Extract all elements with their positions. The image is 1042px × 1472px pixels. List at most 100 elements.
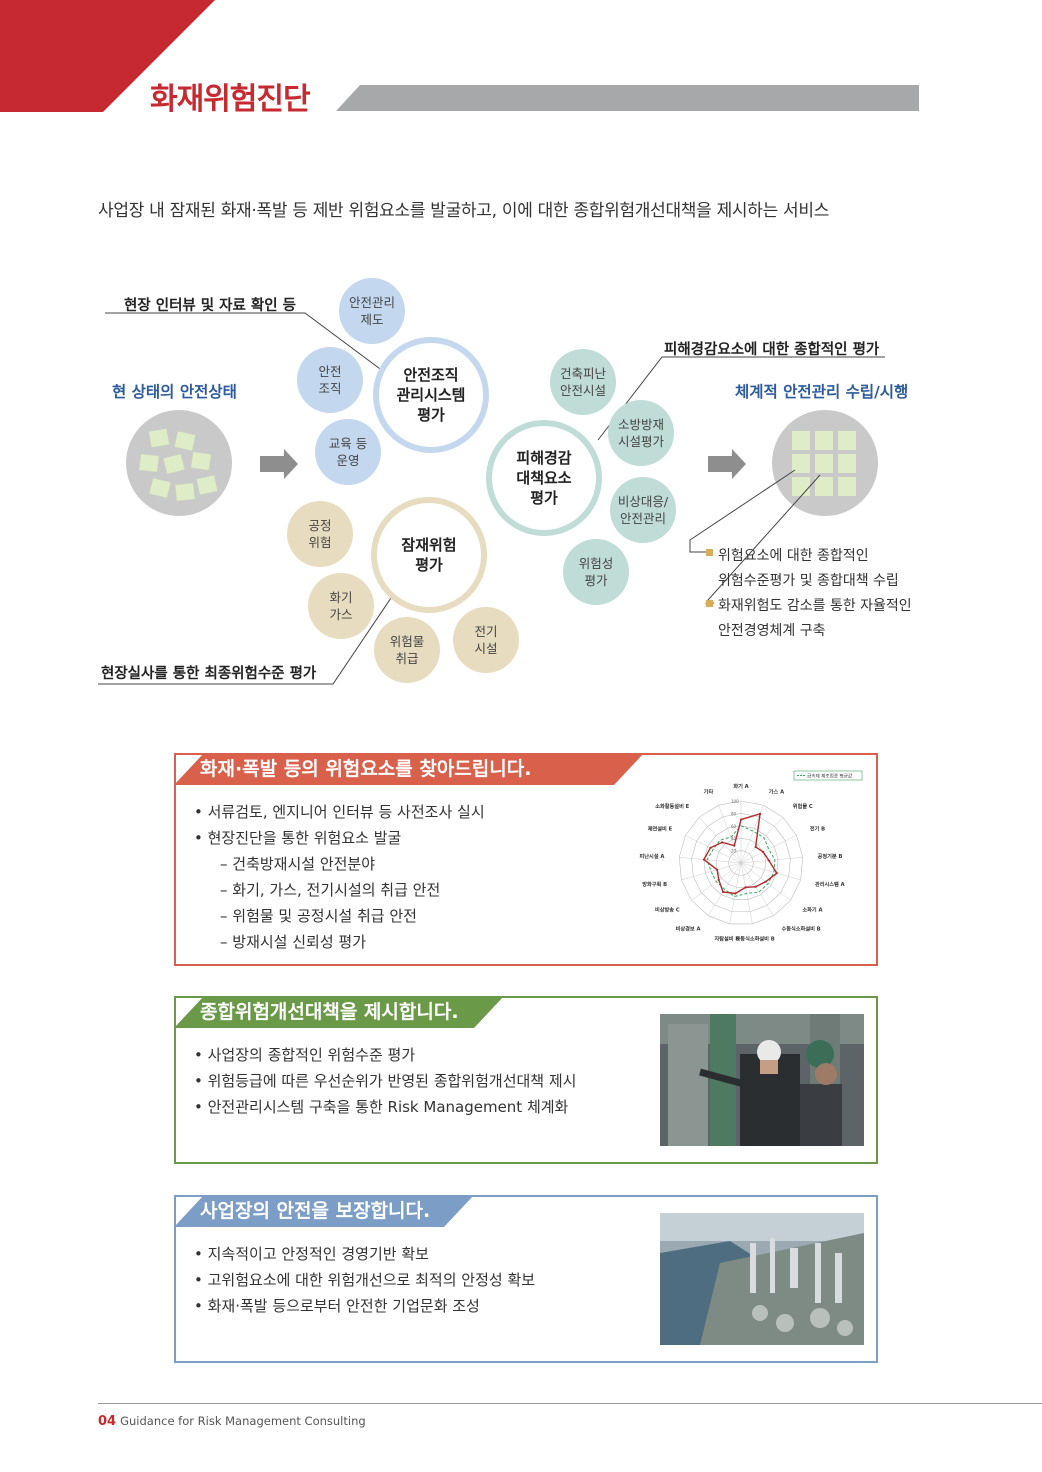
- process-diagram: 현장 인터뷰 및 자료 확인 등 피해경감요소에 대한 종합적인 평가 현장실사…: [0, 270, 1042, 700]
- radar-point: [764, 880, 767, 883]
- radar-axis-line: [740, 862, 801, 881]
- hazard-item-line: 가스: [329, 607, 353, 622]
- callout-mitigation: 피해경감요소에 대한 종합적인 평가: [664, 342, 880, 358]
- mitigation-item-line: 평가: [584, 573, 608, 588]
- hazard-center-line: 잠재위험: [401, 536, 457, 554]
- mitigation-item-line: 건축피난: [559, 366, 606, 381]
- corner-decoration: [0, 0, 215, 112]
- hazard-item-line: 공정: [308, 518, 332, 533]
- list-item: – 건축방재시설 안전분야: [220, 855, 376, 873]
- radar-point: [744, 886, 747, 889]
- radar-axis-label: 피난시설 A: [640, 852, 665, 860]
- org-center-line: 안전조직: [403, 366, 459, 384]
- mitigation-item-line: 위험성: [578, 556, 614, 571]
- radar-axis-label: 비상방송 C: [655, 905, 680, 913]
- radar-point: [721, 890, 725, 894]
- engineers-photo: [660, 1014, 864, 1146]
- section-list: • 지속적이고 안정적인 경영기반 확보 • 고위험요소에 대한 위험개선으로 …: [194, 1241, 535, 1319]
- org-item: 안전 조직: [295, 363, 365, 397]
- footer-divider: [98, 1403, 1042, 1404]
- radar-axis-line: [740, 857, 803, 864]
- list-item: – 화기, 가스, 전기시설의 취급 안전: [220, 881, 441, 899]
- radar-axis-label: 공정기분 B: [818, 852, 843, 860]
- radar-point: [721, 841, 724, 844]
- list-item: • 서류검토, 엔지니어 인터뷰 등 사전조사 실시: [194, 803, 485, 821]
- hazard-item-line: 위험물: [389, 634, 425, 649]
- radar-point: [775, 872, 778, 875]
- mitigation-item-line: 소방방재: [617, 417, 664, 432]
- current-state-label: 현 상태의 안전상태: [112, 383, 237, 401]
- radar-axis-label: 기타: [704, 787, 714, 795]
- section-title: 종합위험개선대책을 제시합니다.: [200, 1001, 459, 1023]
- radar-scale-label: 100: [731, 799, 739, 804]
- radar-axis-label: 자탐설비 B: [714, 935, 739, 943]
- hazard-item: 전기 시설: [451, 623, 521, 657]
- radar-axis-line: [699, 817, 742, 864]
- result-line: 위험수준평가 및 종합대책 수립: [718, 573, 899, 589]
- section-safety-assurance: 사업장의 안전을 보장합니다. • 지속적이고 안정적인 경영기반 확보 • 고…: [174, 1195, 878, 1363]
- list-item: • 사업장의 종합적인 위험수준 평가: [194, 1046, 416, 1064]
- callout-interview: 현장 인터뷰 및 자료 확인 등: [124, 298, 296, 314]
- radar-axis-line: [679, 857, 742, 864]
- hazard-item-line: 위험: [308, 535, 332, 550]
- list-item: • 안전관리시스템 구축을 통한 Risk Management 체계화: [194, 1098, 569, 1116]
- radar-scale-label: 60: [731, 824, 737, 829]
- radar-point: [739, 818, 743, 821]
- list-item: • 위험등급에 따른 우선순위가 반영된 종합위험개선대책 제시: [194, 1072, 577, 1090]
- mitigation-item-line: 안전시설: [559, 383, 606, 398]
- radar-axis-label: 제연설비 E: [648, 825, 673, 833]
- org-item-line: 제도: [360, 312, 384, 327]
- section-tab-shape: [174, 1195, 474, 1227]
- mitigation-center-line: 평가: [530, 489, 558, 507]
- mitigation-item: 비상대응/ 안전관리: [608, 493, 678, 527]
- radar-axis-label: 소화기 A: [802, 905, 822, 913]
- radar-legend-label: 금속제 제조업종 평균값: [807, 773, 853, 780]
- hazard-item: 공정 위험: [285, 517, 355, 551]
- list-item: • 고위험요소에 대한 위험개선으로 최적의 안정성 확보: [194, 1271, 536, 1289]
- radar-axis-line: [740, 835, 797, 864]
- hazard-center-line: 평가: [415, 556, 443, 574]
- section-tab-shape: [174, 996, 504, 1028]
- radar-point: [716, 868, 719, 871]
- radar-point: [754, 845, 757, 849]
- org-item: 교육 등 운영: [313, 435, 383, 469]
- org-item-line: 조직: [318, 381, 342, 396]
- mitigation-item-line: 시설평가: [617, 434, 664, 449]
- mitigation-center-line: 대책요소: [516, 469, 572, 487]
- org-item-line: 안전관리: [348, 295, 395, 310]
- hazard-item-line: 화기: [329, 590, 353, 605]
- org-center-line: 평가: [417, 406, 445, 424]
- hazard-item: 위험물 취급: [372, 633, 442, 667]
- list-item: • 지속적이고 안정적인 경영기반 확보: [194, 1245, 429, 1263]
- radar-point: [733, 844, 736, 847]
- radar-series-site: [703, 812, 778, 895]
- mitigation-item: 위험성 평가: [561, 555, 631, 589]
- radar-point: [734, 892, 737, 895]
- title-bar: [336, 85, 919, 111]
- radar-point: [754, 885, 757, 888]
- mitigation-center-line: 피해경감: [516, 449, 572, 467]
- radar-grid-ring: [678, 800, 804, 925]
- radar-point: [717, 878, 720, 881]
- org-item-line: 운영: [336, 453, 360, 468]
- result-line: 화재위험도 감소를 통한 자율적인: [718, 598, 912, 614]
- radar-scale-label: 20: [731, 849, 737, 854]
- radar-axis-label: 수동식소화설비 B: [781, 924, 820, 932]
- diagram-graphics: [98, 278, 885, 685]
- radar-axis-label: 자동식소화설비 B: [736, 935, 775, 943]
- list-item: – 방재시설 신뢰성 평가: [220, 933, 367, 951]
- intro-text: 사업장 내 잠재된 화재·폭발 등 제반 위험요소를 발굴하고, 이에 대한 종…: [98, 201, 830, 221]
- org-item-line: 교육 등: [328, 436, 368, 451]
- radar-axis-line: [681, 862, 742, 881]
- radar-axis-line: [740, 862, 774, 916]
- section-title: 화재·폭발 등의 위험요소를 찾아드립니다.: [200, 758, 532, 780]
- radar-point: [702, 858, 706, 861]
- section-list: • 서류검토, 엔지니어 인터뷰 등 사전조사 실시 • 현장진단을 통한 위험…: [194, 799, 485, 955]
- radar-legend-box: [793, 770, 863, 781]
- hazard-item-line: 취급: [395, 651, 419, 666]
- list-item: – 위험물 및 공정시설 취급 안전: [220, 907, 417, 925]
- radar-scale-label: 40: [731, 836, 737, 841]
- radar-axis-label: 화기 A: [733, 782, 748, 790]
